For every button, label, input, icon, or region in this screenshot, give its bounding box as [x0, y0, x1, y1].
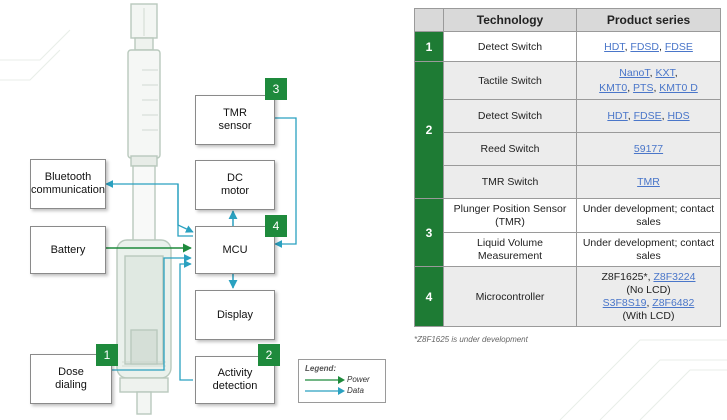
technology-cell: Plunger Position Sensor (TMR): [443, 198, 577, 233]
product-cell: NanoT, KXT, KMT0, PTS, KMT0 D: [576, 61, 721, 100]
tmr-sensor-box: TMR sensor: [195, 95, 275, 145]
badge-3: 3: [265, 78, 287, 100]
battery-box: Battery: [30, 226, 106, 274]
product-note: (With LCD): [622, 309, 675, 322]
technology-cell: Detect Switch: [443, 99, 577, 133]
dc-motor-label: DC motor: [220, 172, 250, 197]
product-link[interactable]: PTS: [633, 81, 654, 94]
product-table: Technology Product series 1 Detect Switc…: [414, 8, 721, 327]
header-product-series: Product series: [576, 8, 721, 32]
header-num: [414, 8, 444, 32]
product-cell: HDT, FDSE, HDS: [576, 99, 721, 133]
mcu-label: MCU: [222, 243, 248, 256]
dose-label: Dose dialing: [55, 366, 87, 391]
product-link[interactable]: HDS: [667, 110, 690, 122]
table-row: Detect Switch HDT, FDSE, HDS: [415, 99, 721, 133]
table-row: TMR Switch TMR: [415, 165, 721, 199]
legend: Legend: Power Data: [298, 359, 386, 403]
product-cell: TMR: [576, 165, 721, 199]
product-text: Z8F1625*,: [601, 270, 651, 283]
product-link[interactable]: HDT: [604, 40, 625, 53]
product-link[interactable]: 59177: [633, 143, 664, 155]
product-link[interactable]: Z8F3224: [653, 270, 696, 283]
product-link[interactable]: KMT0 D: [659, 81, 698, 94]
product-cell: Under development; contact sales: [576, 232, 721, 267]
pen-injector-illustration: [116, 3, 172, 415]
table-row: Liquid Volume Measurement Under developm…: [415, 232, 721, 267]
header-technology: Technology: [443, 8, 577, 32]
product-link[interactable]: S3F8S19: [602, 296, 647, 309]
table-row: 3 Plunger Position Sensor (TMR) Under de…: [414, 198, 721, 267]
product-cell: Z8F1625*, Z8F3224 (No LCD) S3F8S19, Z8F6…: [576, 266, 721, 327]
technology-cell: TMR Switch: [443, 165, 577, 199]
display-label: Display: [216, 308, 254, 321]
technology-cell: Liquid Volume Measurement: [443, 232, 577, 267]
table-header-row: Technology Product series: [414, 8, 721, 32]
table-footnote: *Z8F1625 is under development: [414, 335, 528, 344]
display-box: Display: [195, 290, 275, 340]
badge-2: 2: [258, 344, 280, 366]
product-note: (No LCD): [626, 283, 671, 296]
technology-cell: Detect Switch: [443, 31, 577, 62]
legend-power-label: Power: [347, 375, 370, 384]
data-line-activity-mcu: [179, 260, 193, 381]
legend-title: Legend:: [305, 364, 337, 373]
bluetooth-label: Bluetooth communication: [31, 171, 105, 196]
data-line-tmr-mcu: [274, 117, 297, 248]
group-number: 1: [414, 31, 444, 62]
technology-cell: Microcontroller: [443, 266, 577, 327]
legend-power-arrow: [305, 376, 345, 384]
table-row: 2 Tactile Switch NanoT, KXT, KMT0, PTS, …: [414, 61, 721, 199]
activity-label: Activity detection: [212, 367, 258, 392]
legend-data-label: Data: [347, 386, 364, 395]
product-link[interactable]: HDT: [607, 110, 628, 122]
group-number: 4: [414, 266, 444, 327]
product-link[interactable]: NanoT: [619, 66, 650, 79]
table-row: 1 Detect Switch HDT, FDSD, FDSE: [414, 31, 721, 62]
legend-data-arrow: [305, 387, 345, 395]
tmr-label: TMR sensor: [218, 107, 252, 132]
data-line-mcu-bluetooth: [105, 180, 193, 237]
badge-4: 4: [265, 215, 287, 237]
battery-label: Battery: [50, 243, 86, 256]
product-link[interactable]: FDSE: [664, 40, 693, 53]
technology-cell: Tactile Switch: [443, 61, 577, 100]
product-cell: 59177: [576, 132, 721, 166]
data-line-dose-mcu: [112, 254, 192, 371]
product-cell: HDT, FDSD, FDSE: [576, 31, 721, 62]
mcu-box: MCU: [195, 226, 275, 274]
group-number: 2: [414, 61, 444, 199]
table-row: Reed Switch 59177: [415, 132, 721, 166]
diagram-connectors: [105, 117, 297, 381]
product-link[interactable]: TMR: [637, 176, 660, 188]
group-number: 3: [414, 198, 444, 267]
technology-cell: Reed Switch: [443, 132, 577, 166]
table-row: 4 Microcontroller Z8F1625*, Z8F3224 (No …: [414, 266, 721, 327]
product-link[interactable]: KMT0: [599, 81, 628, 94]
dc-motor-box: DC motor: [195, 160, 275, 210]
product-link[interactable]: Z8F6482: [652, 296, 695, 309]
product-cell: Under development; contact sales: [576, 198, 721, 233]
product-link[interactable]: FDSD: [630, 40, 659, 53]
bluetooth-communication-box: Bluetooth communication: [30, 159, 106, 209]
product-link[interactable]: FDSE: [633, 110, 662, 122]
product-link[interactable]: KXT: [655, 66, 675, 79]
badge-1: 1: [96, 344, 118, 366]
